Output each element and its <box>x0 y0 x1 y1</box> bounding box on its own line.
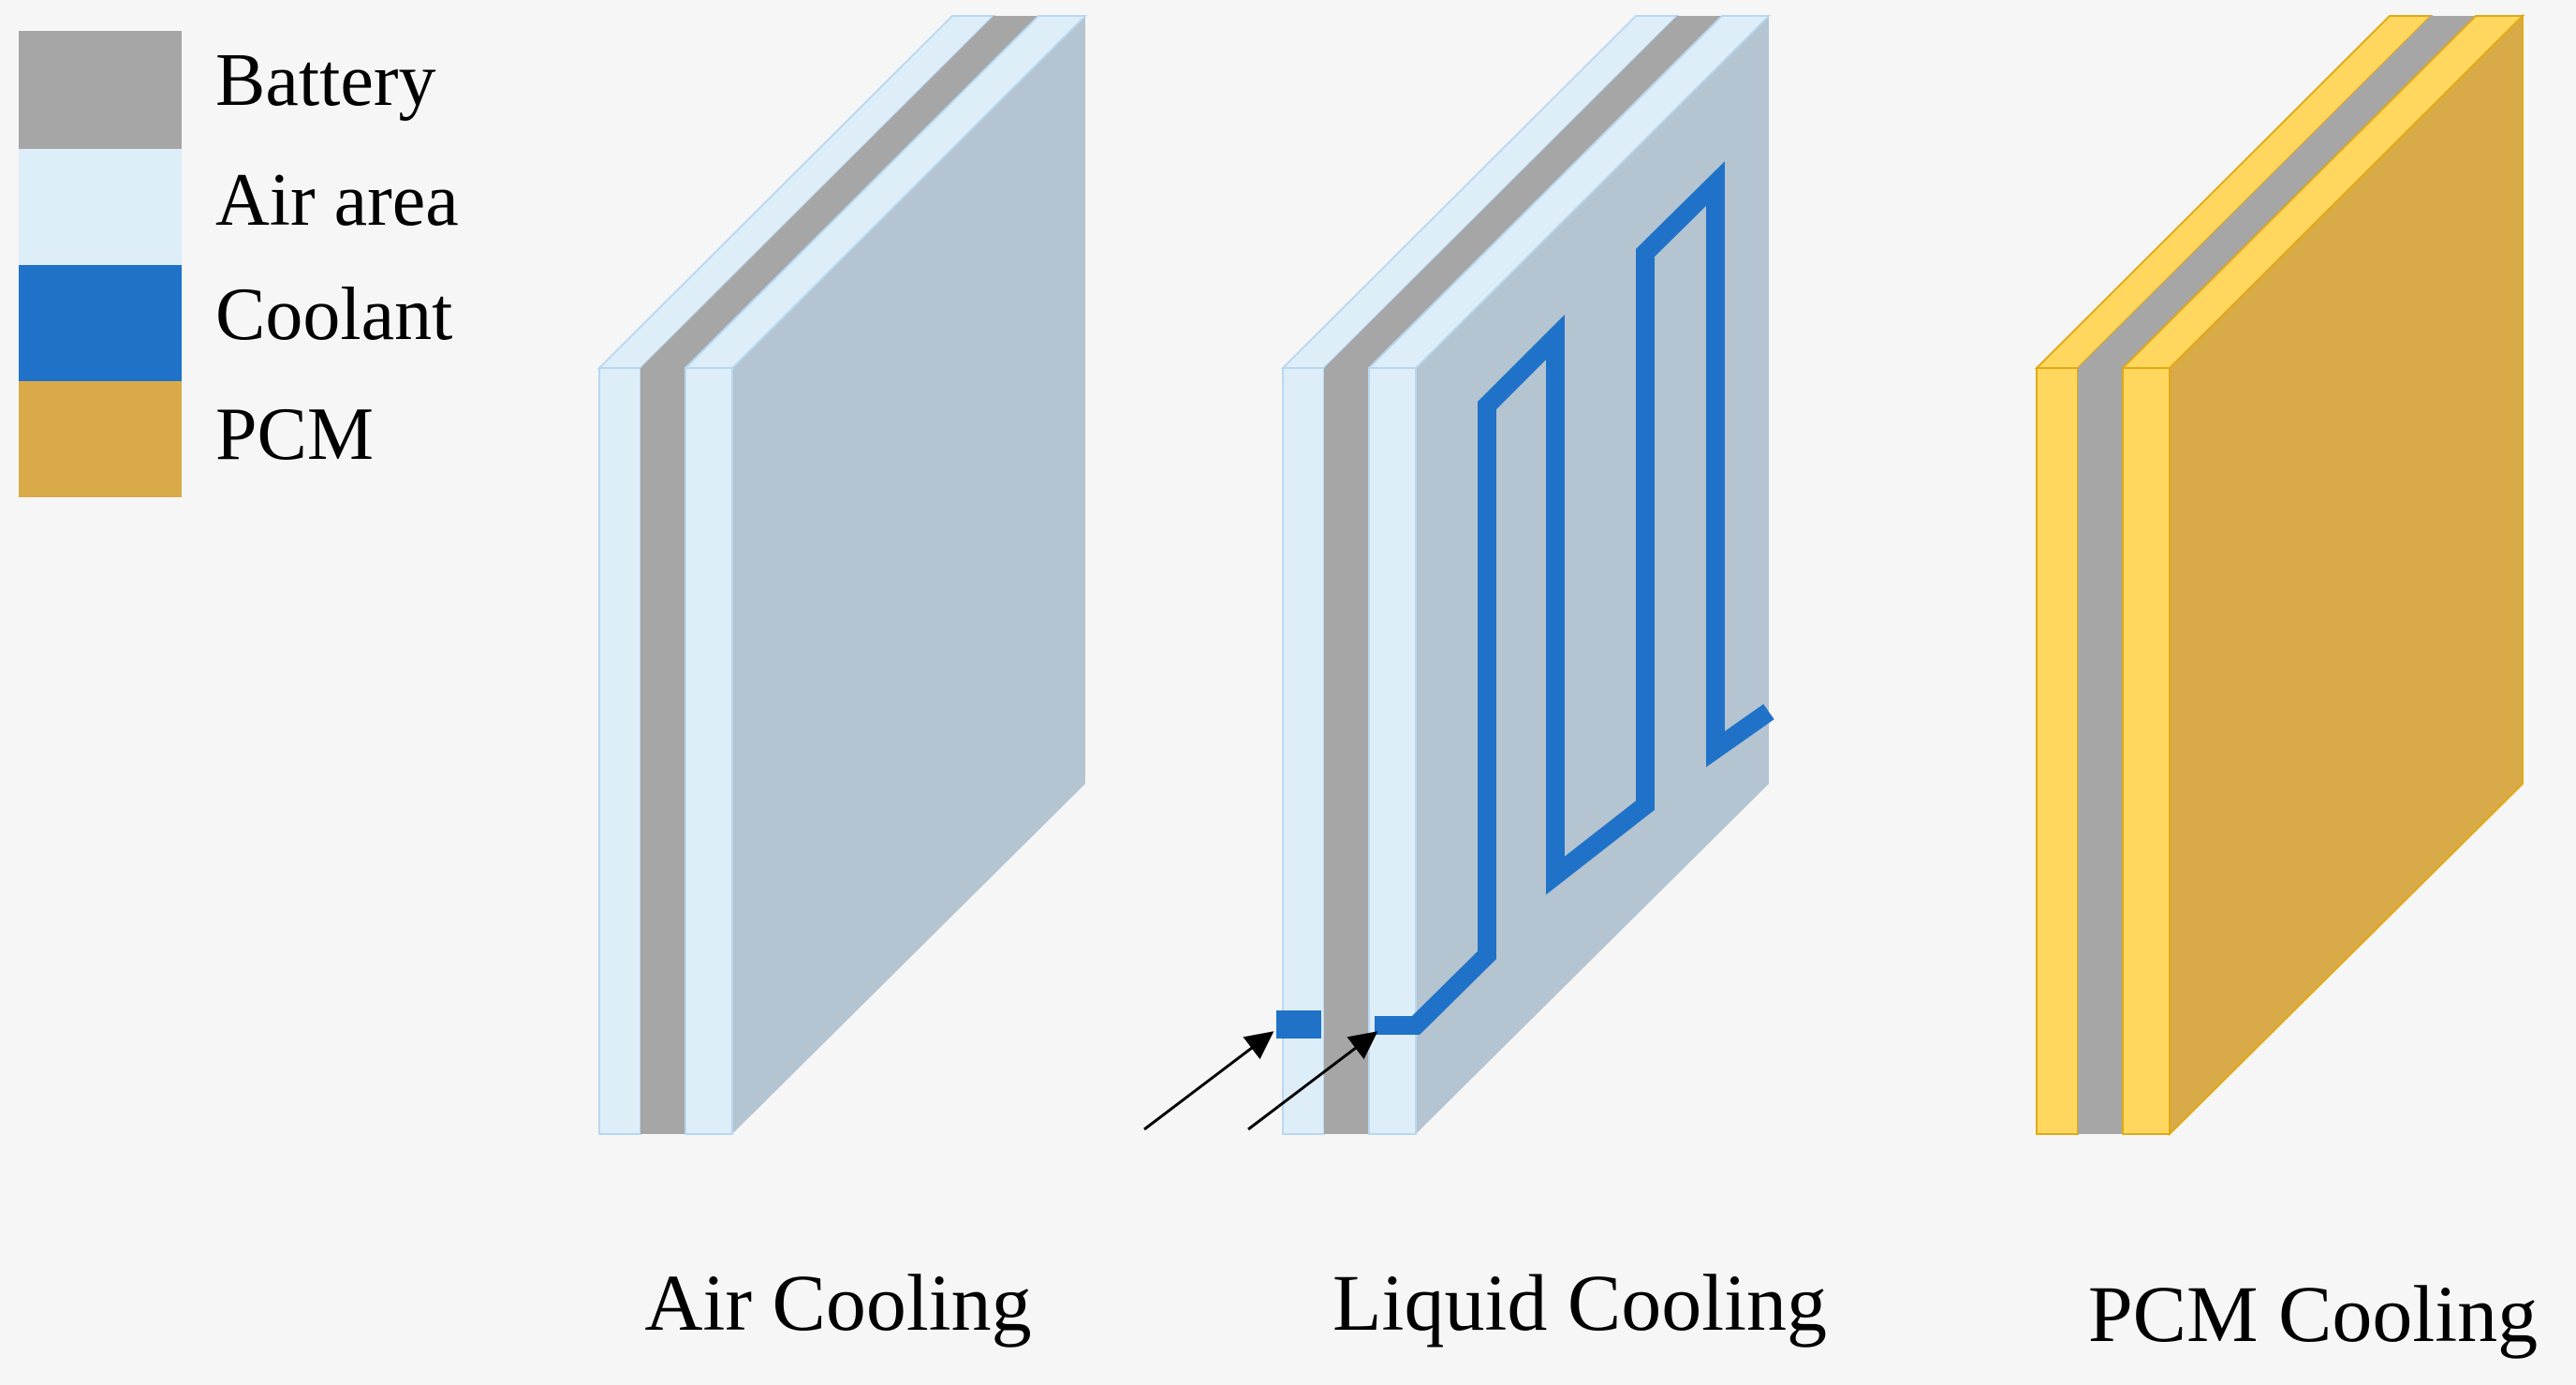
legend-label-battery: Battery <box>215 39 435 122</box>
pcm-cooling-caption: PCM Cooling <box>2088 1269 2538 1359</box>
pcm-panel-top-battery <box>2078 16 2476 368</box>
air-cooling-caption: Air Cooling <box>644 1258 1031 1348</box>
air-cooling-panel: Air Cooling <box>596 15 1088 1348</box>
inlet-arrow-left <box>1143 1031 1274 1131</box>
legend-label-air-area: Air area <box>215 159 459 242</box>
coolant-channel <box>1375 161 1774 1035</box>
air-panel-side-face <box>732 16 1085 1134</box>
liquid-panel-front-battery <box>1324 368 1369 1134</box>
liquid-panel-front-air-right <box>1368 367 1417 1135</box>
pcm-panel-front-pcm-right <box>2122 367 2171 1135</box>
liquid-cooling-caption: Liquid Cooling <box>1332 1258 1827 1348</box>
pcm-panel-front-pcm-left <box>2036 367 2079 1135</box>
inlet-arrow-right <box>1247 1031 1378 1131</box>
legend-swatch-battery <box>19 31 182 149</box>
legend-swatch-coolant <box>19 265 182 381</box>
liquid-panel-top-battery <box>1324 16 1722 368</box>
air-panel-front-air-right <box>684 367 733 1135</box>
legend: Battery Air area Coolant PCM <box>19 31 459 497</box>
air-panel-front-air-left <box>598 367 641 1135</box>
pcm-panel-front-battery <box>2078 368 2123 1134</box>
liquid-panel-side-face <box>1416 16 1769 1134</box>
coolant-inlet <box>1276 1010 1321 1039</box>
legend-label-pcm: PCM <box>215 393 374 476</box>
legend-swatch-air-area <box>19 149 182 265</box>
liquid-cooling-panel: Liquid Cooling <box>1143 15 1827 1348</box>
legend-label-coolant: Coolant <box>215 273 452 356</box>
pcm-cooling-panel: PCM Cooling <box>2034 13 2538 1359</box>
liquid-panel-front-air-left <box>1282 367 1325 1135</box>
air-panel-front-battery <box>640 368 685 1134</box>
air-panel-top-battery <box>640 16 1038 368</box>
legend-swatch-pcm <box>19 381 182 497</box>
